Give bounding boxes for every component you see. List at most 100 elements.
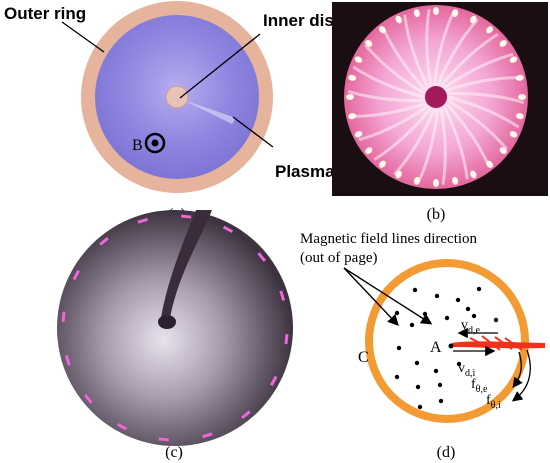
field-dots-d bbox=[394, 286, 499, 410]
plasma-ray bbox=[442, 105, 469, 180]
glow-spot bbox=[279, 290, 286, 301]
plasma-ray bbox=[403, 14, 430, 89]
panel-a: B Outer ring Inner disk Plasma (a) bbox=[4, 1, 344, 223]
b-field-label: B bbox=[132, 137, 143, 154]
glow-spot bbox=[83, 394, 93, 404]
plasma-ray bbox=[358, 104, 429, 142]
glow-spot bbox=[452, 9, 459, 18]
point-a-dot bbox=[448, 343, 454, 349]
glow-spot bbox=[515, 74, 524, 81]
red-beam-fray bbox=[469, 335, 523, 351]
outer-ring-pointer bbox=[61, 21, 105, 53]
field-lines-text-line1: Magnetic field lines direction bbox=[300, 231, 478, 247]
f-theta-e-arrow bbox=[512, 351, 523, 389]
field-dot bbox=[434, 293, 440, 299]
glow-spot bbox=[499, 147, 507, 155]
plasma-label: Plasma bbox=[275, 162, 335, 181]
panel-d: Magnetic field lines direction (out of p… bbox=[300, 231, 545, 461]
inner-disk-a bbox=[165, 85, 189, 109]
field-dot bbox=[465, 306, 471, 312]
glow-spot bbox=[433, 179, 439, 187]
point-a-label: A bbox=[430, 339, 442, 356]
b-field-symbol-dot bbox=[151, 139, 159, 147]
field-lines-text-line2: (out of page) bbox=[300, 250, 377, 266]
panel-c: (c) bbox=[57, 210, 293, 461]
glow-spot bbox=[470, 15, 477, 24]
glow-spots-c bbox=[61, 214, 289, 442]
glow-spot bbox=[202, 432, 213, 439]
glow-spot bbox=[99, 236, 109, 246]
panel-b-label: (b) bbox=[427, 206, 446, 223]
glow-spot bbox=[348, 74, 357, 81]
plasma-ray bbox=[439, 107, 447, 185]
red-beam bbox=[452, 341, 545, 349]
panel-c-label: (c) bbox=[165, 444, 183, 461]
outer-ring-d bbox=[365, 259, 529, 423]
glow-spot bbox=[413, 176, 420, 185]
plasma-streak-a bbox=[181, 99, 236, 124]
panel-b: (b) bbox=[332, 2, 548, 223]
field-dot bbox=[414, 360, 420, 366]
glow-spot bbox=[395, 170, 402, 179]
field-dot bbox=[412, 287, 418, 293]
field-dot bbox=[455, 297, 461, 303]
vdi-label: vd,i bbox=[458, 361, 476, 379]
glow-spot bbox=[346, 94, 354, 100]
panel-d-label: (d) bbox=[437, 444, 456, 461]
plasma-ray bbox=[350, 102, 427, 118]
field-dot bbox=[437, 382, 443, 388]
plasma-ray bbox=[445, 76, 522, 92]
glow-spot bbox=[354, 56, 363, 63]
plasma-ray bbox=[373, 106, 433, 161]
field-dot bbox=[409, 322, 415, 328]
plasma-ray bbox=[425, 9, 433, 87]
glow-spot bbox=[64, 355, 71, 366]
field-dot bbox=[476, 286, 482, 292]
glow-spot bbox=[348, 113, 357, 120]
glow-spot bbox=[452, 176, 459, 185]
field-dot bbox=[493, 317, 499, 323]
glow-spot bbox=[116, 422, 128, 431]
probe-tip bbox=[158, 315, 176, 329]
glow-spot bbox=[284, 334, 289, 345]
plasma-ray bbox=[381, 26, 428, 92]
field-dot bbox=[456, 361, 462, 367]
f-theta-i-arrow bbox=[511, 349, 531, 402]
plasma-ray bbox=[443, 52, 514, 90]
field-dot bbox=[396, 345, 402, 351]
glow-spot bbox=[257, 252, 267, 262]
plasma-ray bbox=[364, 43, 426, 95]
glow-spot bbox=[241, 410, 251, 420]
glow-spot bbox=[72, 269, 81, 281]
glow-spot bbox=[433, 7, 439, 15]
plasma-ray bbox=[446, 99, 508, 151]
f-theta-i-label: fθ,i bbox=[486, 393, 501, 411]
plasma-disk-c bbox=[57, 210, 293, 446]
glow-spot bbox=[378, 26, 386, 34]
field-dot bbox=[438, 398, 444, 404]
glow-spot bbox=[269, 375, 278, 387]
outer-ring-label: Outer ring bbox=[4, 4, 86, 23]
field-dot bbox=[415, 384, 421, 390]
field-arrow-1 bbox=[343, 267, 399, 327]
plasma-ray bbox=[436, 18, 479, 86]
field-dot bbox=[433, 368, 439, 374]
plasma-ray bbox=[439, 33, 499, 88]
plasma-ray bbox=[447, 95, 520, 129]
glow-spot bbox=[158, 437, 169, 442]
field-dot bbox=[422, 311, 428, 317]
glow-spot bbox=[395, 15, 402, 24]
glow-spot bbox=[222, 225, 234, 234]
glow-spot bbox=[515, 113, 524, 120]
glow-spot bbox=[486, 26, 494, 34]
glow-spot bbox=[137, 217, 148, 224]
glow-spot bbox=[470, 170, 477, 179]
glow-spot bbox=[365, 147, 373, 155]
plasma-ray bbox=[347, 89, 425, 103]
glow-spot bbox=[354, 131, 363, 138]
plasma-pointer bbox=[232, 116, 274, 148]
point-c-label: C bbox=[358, 349, 369, 366]
field-dot bbox=[394, 374, 400, 380]
glow-spot bbox=[499, 39, 507, 47]
